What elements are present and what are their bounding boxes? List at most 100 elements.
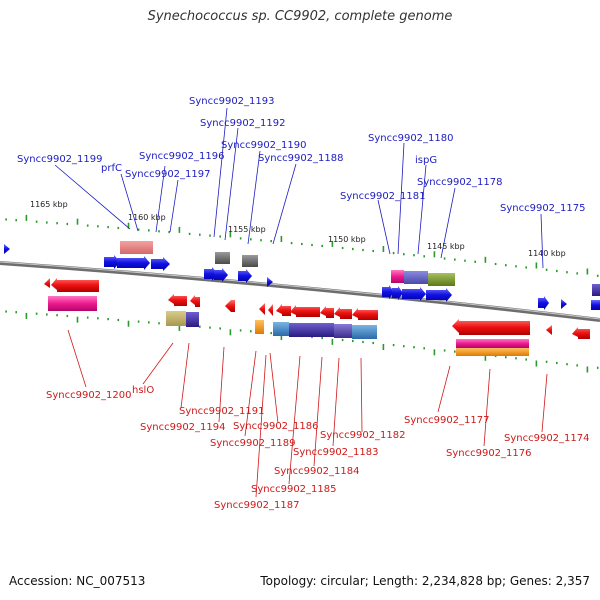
scale-label-1140: 1140 kbp bbox=[528, 249, 566, 258]
gene-label-1190[interactable]: Syncc9902_1190 bbox=[221, 140, 307, 151]
gene-label-prfC[interactable]: prfC bbox=[101, 163, 122, 174]
scale-label-1150: 1150 kbp bbox=[328, 235, 366, 244]
gene-label-1196[interactable]: Syncc9902_1196 bbox=[139, 151, 225, 162]
scale-tick-minor bbox=[250, 238, 252, 241]
scale-tick-major bbox=[484, 354, 487, 361]
scale-tick-minor bbox=[301, 242, 303, 246]
gene-arrow-rev[interactable] bbox=[44, 278, 50, 288]
gene-label-1178[interactable]: Syncc9902_1178 bbox=[417, 177, 503, 188]
gene-label-1177[interactable]: Syncc9902_1177 bbox=[404, 415, 490, 426]
gene-arrow-rev[interactable] bbox=[190, 295, 200, 307]
scale-tick-minor bbox=[515, 265, 517, 268]
gene-label-1181[interactable]: Syncc9902_1181 bbox=[340, 191, 426, 202]
gene-arrow-rev[interactable] bbox=[259, 303, 265, 315]
gene-label-hslO[interactable]: hslO bbox=[132, 385, 154, 396]
gene-arrow-fwd[interactable] bbox=[426, 288, 452, 302]
gene-label-1174[interactable]: Syncc9902_1174 bbox=[504, 433, 590, 444]
gene-label-1197[interactable]: Syncc9902_1197 bbox=[125, 169, 211, 180]
gene-box-1187-product[interactable] bbox=[255, 320, 264, 334]
gene-arrow-rev[interactable] bbox=[352, 308, 378, 320]
scale-tick-minor bbox=[566, 271, 568, 274]
gene-box-ispG-product[interactable] bbox=[404, 271, 428, 284]
gene-label-1187[interactable]: Syncc9902_1187 bbox=[214, 500, 300, 511]
gene-arrow-rev[interactable] bbox=[452, 319, 530, 335]
scale-tick-minor bbox=[392, 252, 395, 255]
scale-tick-minor bbox=[56, 222, 58, 225]
gene-box-1182-product[interactable] bbox=[352, 325, 377, 339]
gene-box-1181-product[interactable] bbox=[391, 270, 404, 283]
gene-box-hslO-product[interactable] bbox=[166, 311, 186, 326]
gene-arrow-rev[interactable] bbox=[290, 305, 320, 317]
gene-arrow-fwd[interactable] bbox=[238, 269, 252, 283]
gene-arrow-rev[interactable] bbox=[546, 325, 552, 335]
gene-label-1188[interactable]: Syncc9902_1188 bbox=[258, 153, 344, 164]
scale-tick-minor bbox=[260, 239, 262, 242]
scale-tick-minor bbox=[505, 264, 507, 267]
gene-arrow-rev[interactable] bbox=[572, 327, 590, 339]
scale-tick-minor bbox=[443, 257, 446, 260]
gene-box-1177-product[interactable] bbox=[456, 339, 529, 348]
gene-arrow-rev[interactable] bbox=[334, 307, 352, 319]
topology-text: Topology: circular; Length: 2,234,828 bp… bbox=[260, 574, 590, 588]
scale-tick-minor bbox=[341, 246, 344, 250]
scale-tick-major bbox=[484, 256, 487, 263]
scale-tick-major bbox=[433, 349, 436, 356]
gene-label-1183[interactable]: Syncc9902_1183 bbox=[293, 447, 379, 458]
scale-tick-minor bbox=[97, 225, 99, 228]
gene-arrow-rev[interactable] bbox=[276, 304, 291, 316]
gene-box-1200-product[interactable] bbox=[48, 296, 97, 311]
gene-label-1191[interactable]: Syncc9902_1191 bbox=[179, 406, 265, 417]
scale-tick-minor bbox=[5, 218, 7, 221]
gene-label-1192[interactable]: Syncc9902_1192 bbox=[200, 118, 286, 129]
gene-box-1178-product[interactable] bbox=[428, 273, 455, 286]
gene-arrow-fwd[interactable] bbox=[117, 256, 150, 270]
gene-label-1200[interactable]: Syncc9902_1200 bbox=[46, 390, 132, 401]
gene-arrow-fwd[interactable] bbox=[402, 287, 426, 301]
scale-tick-minor bbox=[443, 349, 446, 352]
gene-label-1180[interactable]: Syncc9902_1180 bbox=[368, 133, 454, 144]
gene-arrow-rev[interactable] bbox=[268, 304, 273, 316]
gene-label-1182[interactable]: Syncc9902_1182 bbox=[320, 430, 406, 441]
gene-box-1176-product[interactable] bbox=[456, 348, 529, 356]
gene-label-1186[interactable]: Syncc9902_1186 bbox=[233, 421, 319, 432]
scale-tick-major bbox=[535, 360, 538, 367]
gene-box-1184-product[interactable] bbox=[289, 323, 334, 337]
gene-box-1194-product[interactable] bbox=[186, 312, 199, 327]
gene-label-1175[interactable]: Syncc9902_1175 bbox=[500, 203, 586, 214]
scale-tick-major bbox=[433, 251, 436, 258]
gene-arrow-fwd[interactable] bbox=[214, 268, 228, 282]
gene-box-1175-product[interactable] bbox=[592, 284, 600, 296]
gene-arrow-rev[interactable] bbox=[51, 278, 99, 292]
gene-box-prfC-product[interactable] bbox=[120, 241, 153, 254]
gene-label-1193[interactable]: Syncc9902_1193 bbox=[189, 96, 275, 107]
gene-label-1185[interactable]: Syncc9902_1185 bbox=[251, 484, 337, 495]
gene-arrow-fwd[interactable] bbox=[561, 299, 567, 309]
gene-arrow-fwd[interactable] bbox=[392, 286, 403, 300]
scale-tick-major bbox=[229, 231, 232, 238]
scale-tick-minor bbox=[474, 260, 476, 263]
gene-label-ispG[interactable]: ispG bbox=[415, 155, 437, 166]
gene-box-1193-product[interactable] bbox=[215, 252, 230, 264]
gene-label-1194[interactable]: Syncc9902_1194 bbox=[140, 422, 226, 433]
gene-arrow-fwd[interactable] bbox=[151, 257, 170, 271]
gene-box-1185-product[interactable] bbox=[273, 322, 289, 336]
gene-arrow-fwd[interactable] bbox=[382, 285, 394, 299]
scale-tick-minor bbox=[270, 332, 272, 335]
gene-label-1199[interactable]: Syncc9902_1199 bbox=[17, 154, 103, 165]
gene-box-1183-product[interactable] bbox=[334, 324, 352, 338]
gene-arrow-fwd[interactable] bbox=[104, 255, 120, 269]
gene-label-1176[interactable]: Syncc9902_1176 bbox=[446, 448, 532, 459]
gene-box-1192-product[interactable] bbox=[242, 255, 258, 267]
gene-arrow-rev[interactable] bbox=[225, 300, 235, 312]
scale-tick-minor bbox=[219, 235, 221, 238]
scale-tick-major bbox=[178, 324, 181, 331]
scale-tick-minor bbox=[239, 329, 242, 332]
gene-arrow-rev[interactable] bbox=[320, 306, 334, 318]
gene-arrow-fwd[interactable] bbox=[538, 296, 549, 310]
gene-label-1189[interactable]: Syncc9902_1189 bbox=[210, 438, 296, 449]
gene-label-1184[interactable]: Syncc9902_1184 bbox=[274, 466, 360, 477]
gene-arrow-rev[interactable] bbox=[168, 294, 187, 306]
gene-arrow-fwd[interactable] bbox=[267, 277, 273, 287]
gene-arrow-fwd[interactable] bbox=[4, 244, 10, 254]
gene-arrow-fwd[interactable] bbox=[591, 300, 600, 310]
